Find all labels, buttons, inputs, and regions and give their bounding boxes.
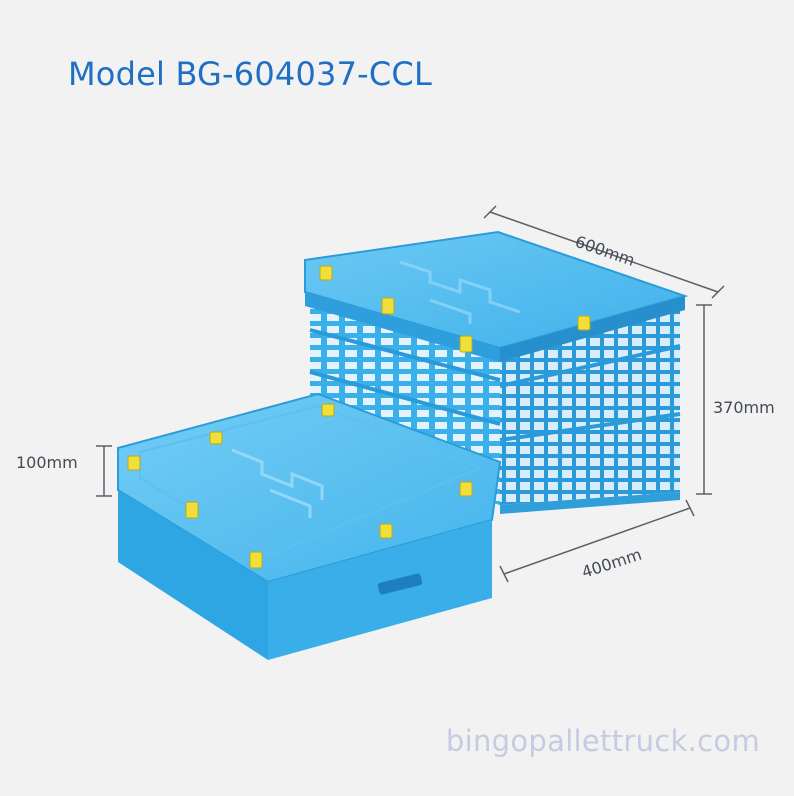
handle-slot	[377, 573, 423, 595]
height-folded-label: 100mm	[16, 453, 78, 472]
folded-crate-front	[118, 490, 268, 660]
latch-clips	[319, 265, 591, 353]
height-open-label: 370mm	[713, 398, 775, 417]
crate-end-face	[500, 300, 680, 505]
watermark: bingopallettruck.com	[445, 724, 760, 758]
folded-crate	[117, 392, 502, 660]
model-title: Model BG-604037-CCL	[68, 55, 433, 93]
folded-latch-clips	[127, 403, 473, 569]
dimension-lines	[96, 205, 725, 583]
width-label: 400mm	[579, 545, 644, 582]
